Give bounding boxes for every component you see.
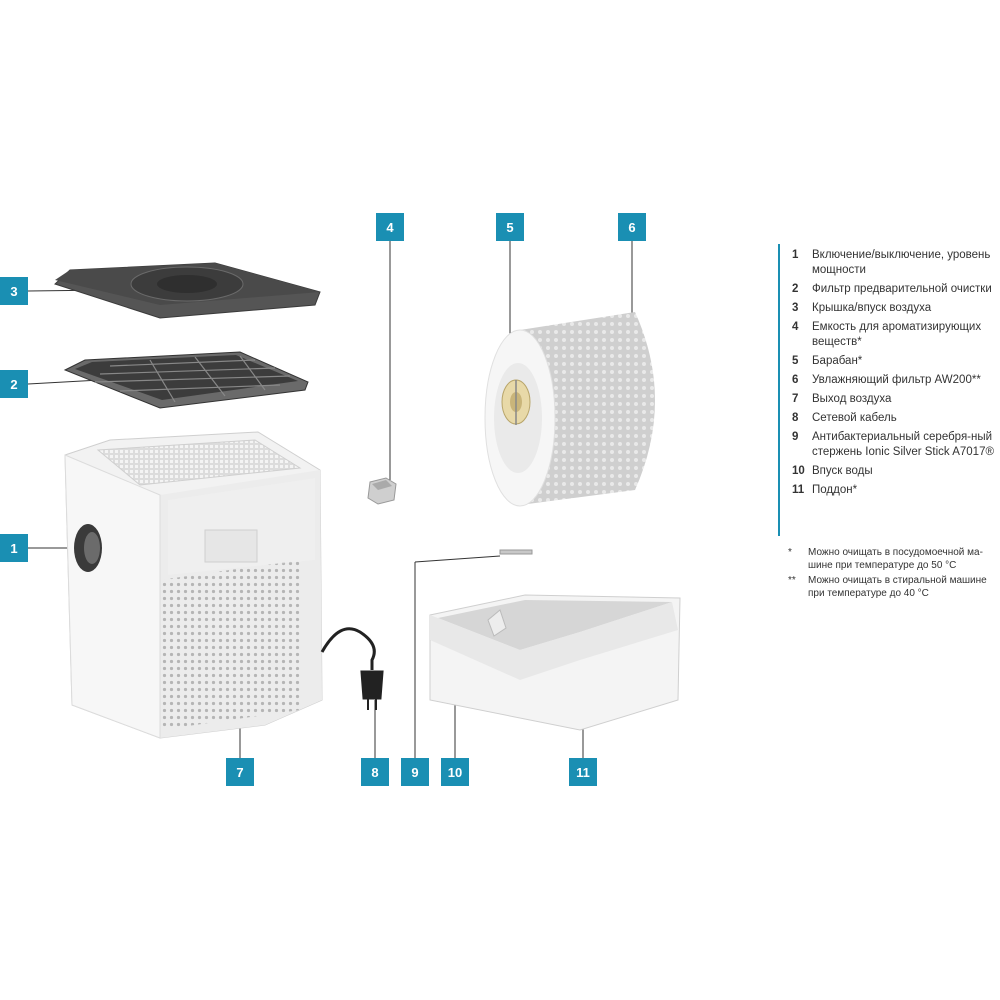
legend-item-number: 7 xyxy=(792,393,799,405)
legend-item-text: Сетевой кабель xyxy=(812,412,897,424)
footnote-mark: ** xyxy=(788,575,796,586)
callout-1: 1 xyxy=(0,534,28,562)
legend-item: 5 Барабан* xyxy=(792,354,998,369)
legend-item-text: Включение/выключение, уровень мощности xyxy=(812,249,991,276)
aroma-container xyxy=(367,477,397,505)
legend-item-number: 3 xyxy=(792,302,799,314)
callout-9: 9 xyxy=(401,758,429,786)
callout-6: 6 xyxy=(618,213,646,241)
legend-item-number: 9 xyxy=(792,431,799,443)
footnote-text: Можно очищать в стиральной машине при те… xyxy=(808,575,987,599)
legend-item: 6 Увлажняющий фильтр AW200** xyxy=(792,373,998,388)
legend-item-number: 10 xyxy=(792,465,805,477)
callout-10: 10 xyxy=(441,758,469,786)
legend-item: 7 Выход воздуха xyxy=(792,392,998,407)
legend-item-number: 1 xyxy=(792,249,799,261)
legend-item-text: Барабан* xyxy=(812,355,863,367)
legend-item-text: Выход воздуха xyxy=(812,393,892,405)
water-tray xyxy=(429,594,681,731)
top-cover xyxy=(54,262,321,319)
legend-item-number: 6 xyxy=(792,374,799,386)
callout-11: 11 xyxy=(569,758,597,786)
legend-item: 10 Впуск воды xyxy=(792,464,998,479)
humidifier-body xyxy=(64,431,323,739)
legend-item: 11 Поддон* xyxy=(792,483,998,498)
silver-stick xyxy=(499,549,533,555)
footnote-text: Можно очищать в посудомоечной ма-шине пр… xyxy=(808,547,983,571)
callout-5: 5 xyxy=(496,213,524,241)
legend-item: 4 Емкость для ароматизирующих веществ* xyxy=(792,320,998,350)
legend-item-number: 2 xyxy=(792,283,799,295)
legend-item-number: 5 xyxy=(792,355,799,367)
legend-item-text: Антибактериальный серебря-ный стержень I… xyxy=(812,431,994,458)
footnote-mark: * xyxy=(788,547,792,558)
power-cable xyxy=(320,627,384,710)
callout-4: 4 xyxy=(376,213,404,241)
legend-item-text: Увлажняющий фильтр AW200** xyxy=(812,374,981,386)
pre-filter xyxy=(63,351,309,409)
legend-item: 2 Фильтр предварительной очистки xyxy=(792,282,998,297)
legend-item-text: Емкость для ароматизирующих веществ* xyxy=(812,321,982,348)
footnote: ** Можно очищать в стиральной машине при … xyxy=(788,574,1000,600)
legend-item-number: 8 xyxy=(792,412,799,424)
callout-8: 8 xyxy=(361,758,389,786)
legend-item-text: Крышка/впуск воздуха xyxy=(812,302,932,314)
callout-7: 7 xyxy=(226,758,254,786)
legend-item-text: Фильтр предварительной очистки xyxy=(812,283,992,295)
legend-item-number: 4 xyxy=(792,321,799,333)
legend-item-text: Впуск воды xyxy=(812,465,873,477)
callout-2: 2 xyxy=(0,370,28,398)
footnote: * Можно очищать в посудомоечной ма-шине п… xyxy=(788,546,1000,572)
legend-item: 3 Крышка/впуск воздуха xyxy=(792,301,998,316)
callout-3: 3 xyxy=(0,277,28,305)
legend-accent-bar xyxy=(778,244,780,536)
legend-item-text: Поддон* xyxy=(812,484,858,496)
filter-drum xyxy=(484,312,655,507)
footnotes: * Можно очищать в посудомоечной ма-шине п… xyxy=(788,546,1000,602)
legend-item: 9 Антибактериальный серебря-ный стержень … xyxy=(792,430,998,460)
legend-item: 8 Сетевой кабель xyxy=(792,411,998,426)
legend-item-number: 11 xyxy=(792,484,805,496)
legend-item: 1 Включение/выключение, уровень мощности xyxy=(792,248,998,278)
